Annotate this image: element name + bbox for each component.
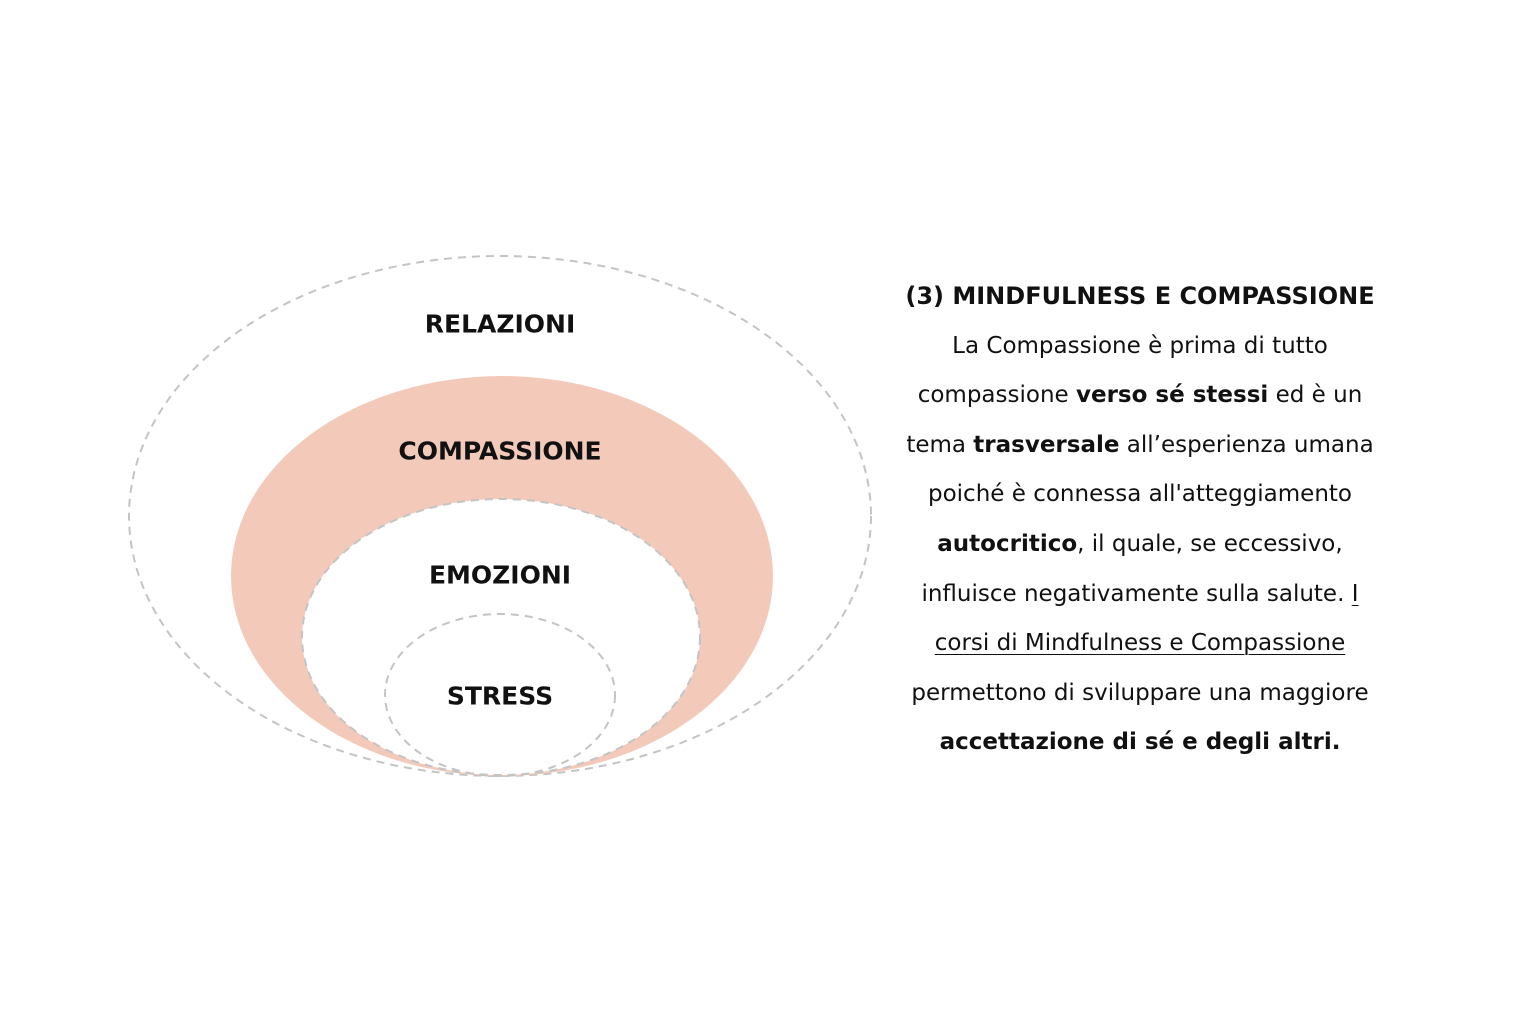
- text-line: corsi di Mindfulness e Compassione: [880, 619, 1400, 669]
- courses-link[interactable]: I: [1351, 580, 1359, 607]
- label-emozioni: EMOZIONI: [428, 560, 572, 590]
- text-segment: ed è un: [1268, 382, 1363, 409]
- label-compassione: COMPASSIONE: [398, 436, 602, 466]
- bold-text: verso sé stessi: [1076, 382, 1269, 409]
- text-line: accettazione di sé e degli altri.: [939, 729, 1341, 756]
- text-line: compassione verso sé stessi ed è un: [880, 371, 1400, 421]
- text-line: influisce negativamente sulla salute. I: [880, 570, 1400, 620]
- text-segment: tema: [906, 431, 974, 458]
- text-segment: influisce negativamente sulla salute.: [921, 580, 1352, 607]
- courses-link[interactable]: corsi di Mindfulness e Compassione: [934, 630, 1346, 657]
- stress-ellipse: [384, 613, 616, 777]
- description-text: (3) MINDFULNESS E COMPASSIONE La Compass…: [880, 272, 1400, 768]
- bold-text: autocritico: [937, 530, 1078, 557]
- text-line: La Compassione è prima di tutto: [952, 332, 1328, 359]
- emozioni-ellipse: [301, 498, 701, 776]
- text-segment: compassione: [917, 382, 1076, 409]
- section-title: (3) MINDFULNESS E COMPASSIONE: [905, 282, 1375, 310]
- text-line: tema trasversale all’esperienza umana: [880, 421, 1400, 471]
- text-segment: , il quale, se eccessivo,: [1077, 530, 1343, 557]
- bold-text: trasversale: [973, 431, 1120, 458]
- text-line: permettono di sviluppare una maggiore: [911, 679, 1369, 706]
- text-segment: all’esperienza umana: [1119, 431, 1374, 458]
- text-line: autocritico, il quale, se eccessivo,: [880, 520, 1400, 570]
- label-relazioni: RELAZIONI: [424, 309, 576, 339]
- label-stress: STRESS: [446, 681, 554, 711]
- text-line: poiché è connessa all'atteggiamento: [928, 481, 1352, 508]
- relazioni-ellipse: [128, 255, 872, 777]
